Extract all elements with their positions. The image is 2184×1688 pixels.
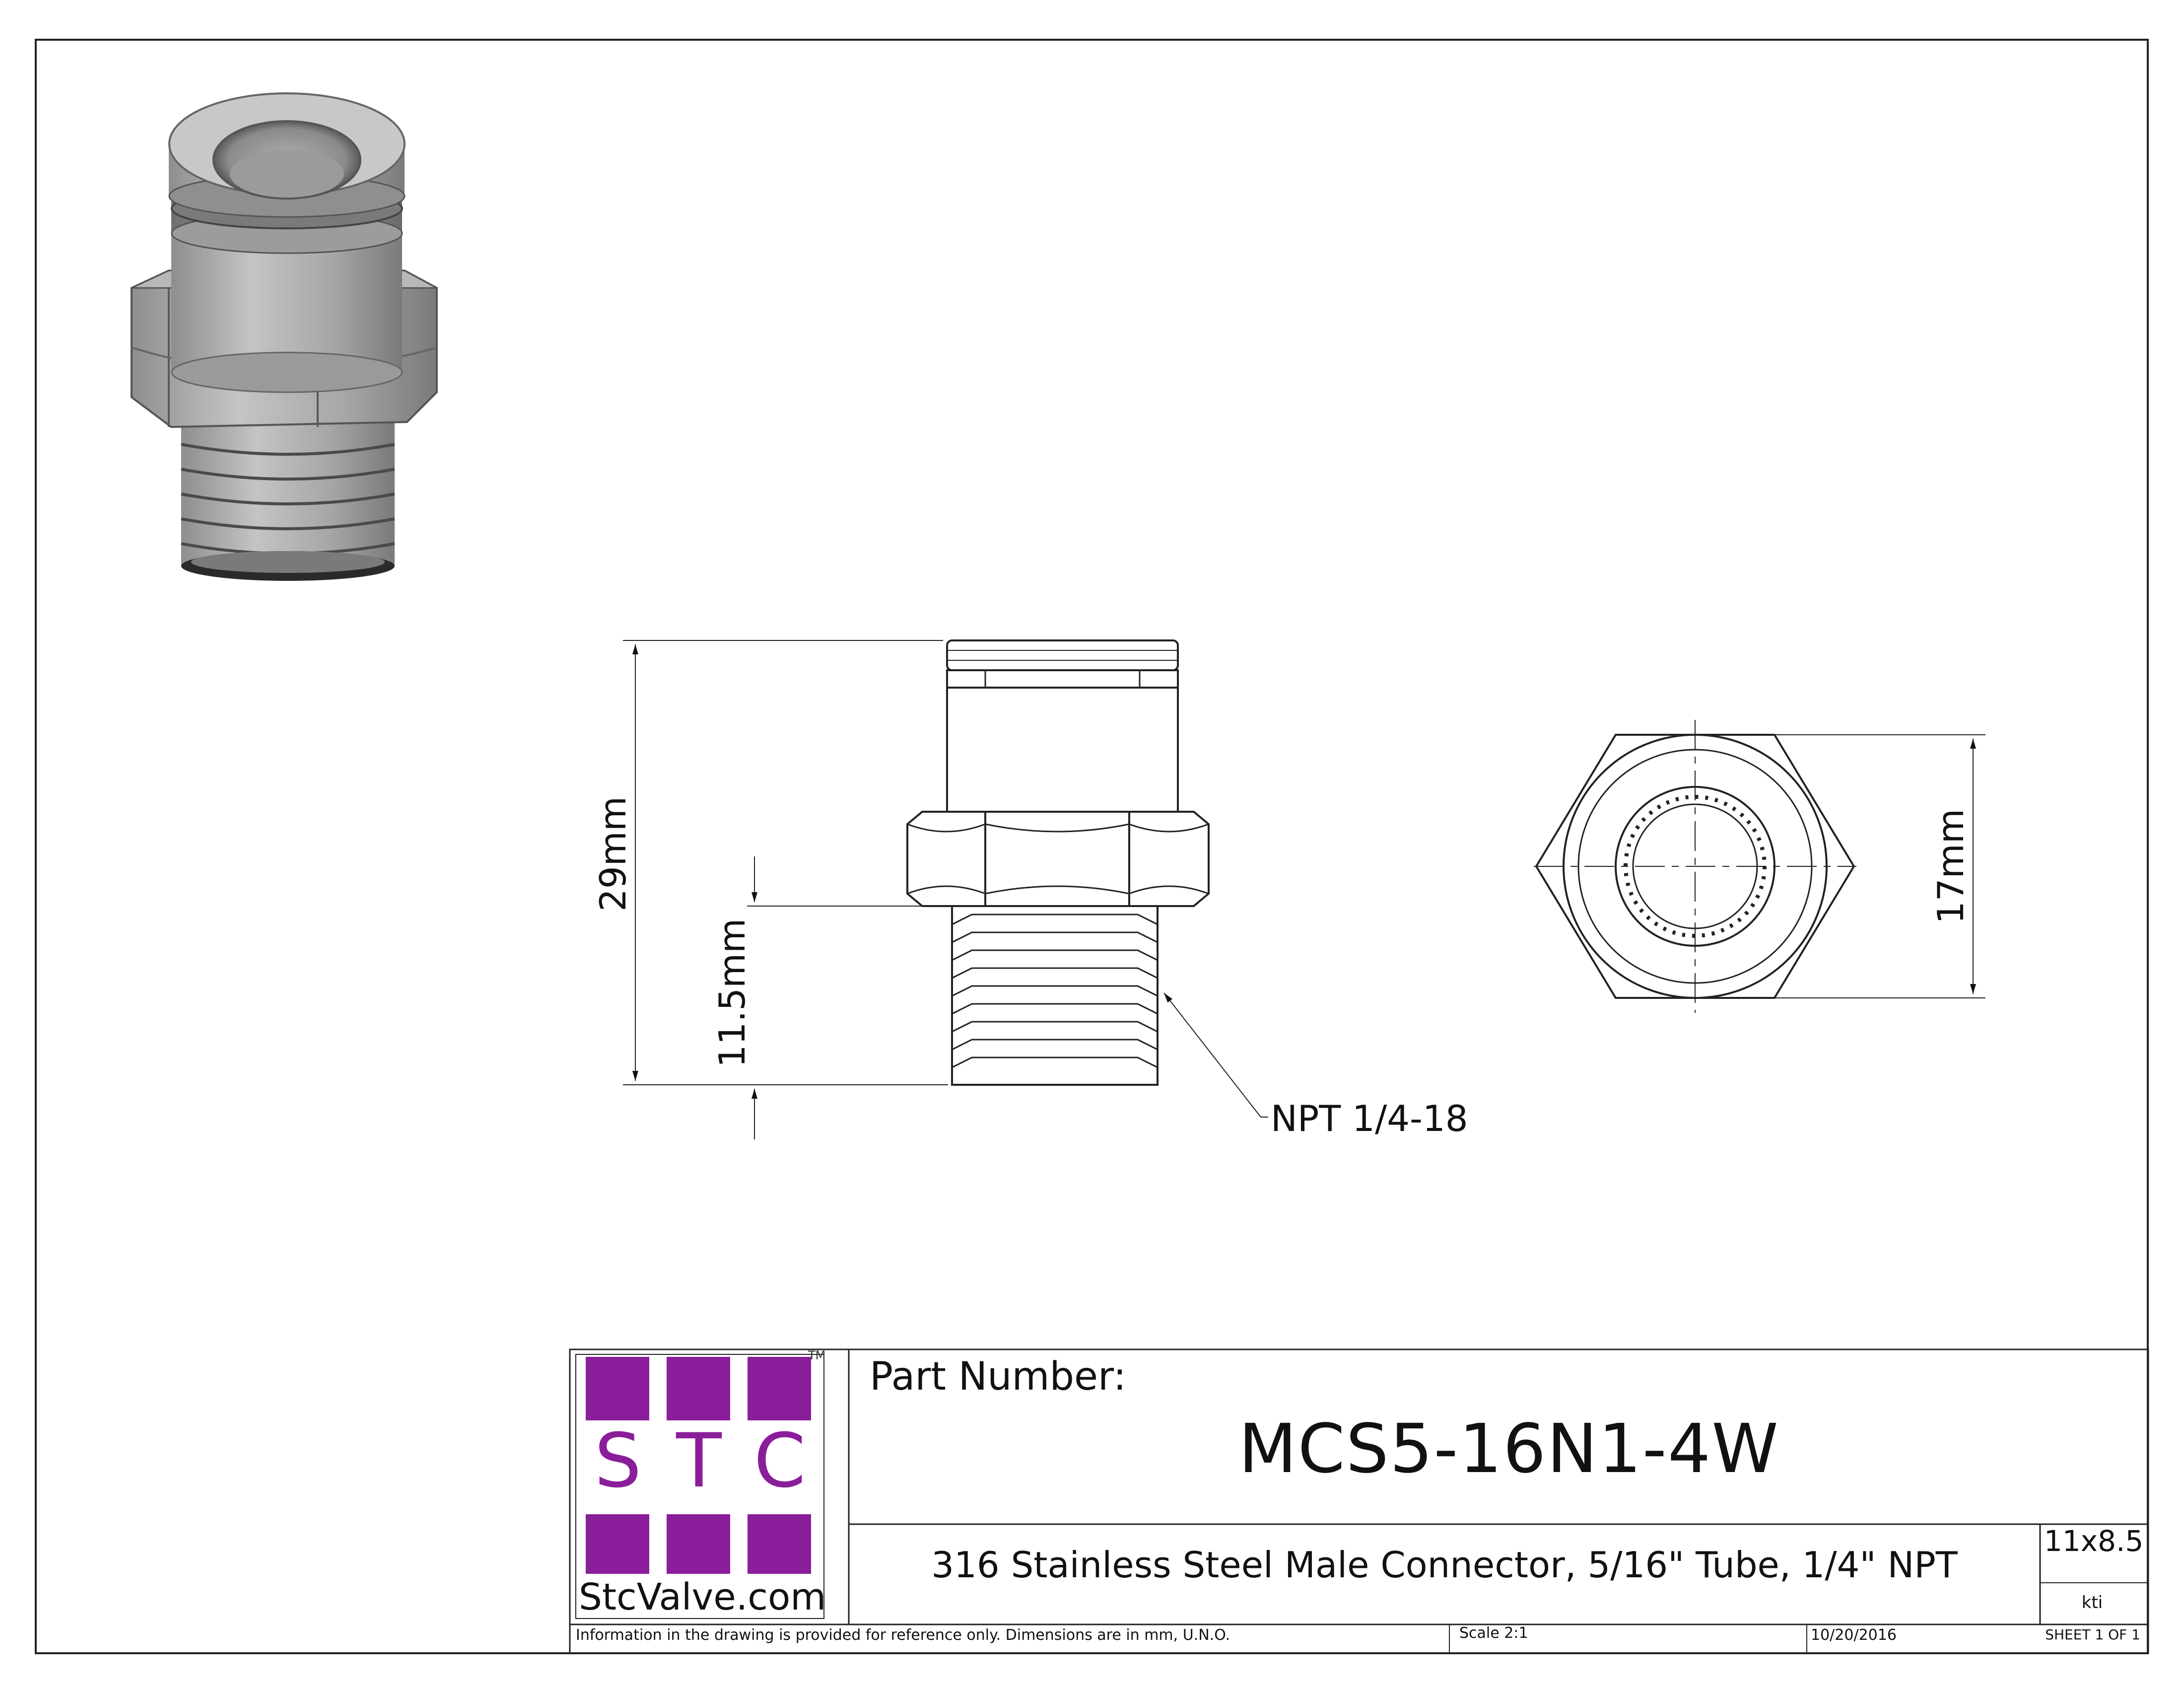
website-link[interactable]: StcValve.com bbox=[579, 1576, 826, 1618]
part-number: MCS5-16N1-4W bbox=[1238, 1410, 1779, 1488]
logo-letter-t: T bbox=[676, 1418, 722, 1504]
logo-square bbox=[586, 1514, 649, 1574]
isometric-view bbox=[131, 92, 438, 581]
thread-callout: NPT 1/4-18 bbox=[1271, 1098, 1468, 1139]
logo-square bbox=[748, 1357, 811, 1420]
logo-square bbox=[586, 1357, 649, 1420]
part-number-label: Part Number: bbox=[870, 1354, 1127, 1399]
part-description: 316 Stainless Steel Male Connector, 5/16… bbox=[931, 1544, 1958, 1586]
trademark: TM bbox=[808, 1348, 826, 1362]
dim-17mm: 17mm bbox=[1930, 809, 1972, 924]
logo-square bbox=[667, 1357, 730, 1420]
drawn-by: kti bbox=[2081, 1593, 2103, 1613]
logo-letter-s: S bbox=[594, 1418, 642, 1504]
drawing-date: 10/20/2016 bbox=[1811, 1626, 1897, 1644]
logo-square bbox=[748, 1514, 811, 1574]
logo-letter-c: C bbox=[753, 1418, 806, 1504]
sheet-number: SHEET 1 OF 1 bbox=[2045, 1626, 2140, 1643]
dim-29mm: 29mm bbox=[592, 796, 634, 912]
scale: Scale 2:1 bbox=[1459, 1624, 1528, 1642]
logo-square bbox=[667, 1514, 730, 1574]
sheet-size: 11x8.5 bbox=[2044, 1524, 2144, 1558]
dim-11-5mm: 11.5mm bbox=[711, 918, 753, 1068]
title-block-grid bbox=[569, 1348, 2149, 1654]
side-view bbox=[623, 639, 1268, 1139]
end-view bbox=[1534, 720, 1985, 1013]
reference-note: Information in the drawing is provided f… bbox=[576, 1626, 1230, 1644]
